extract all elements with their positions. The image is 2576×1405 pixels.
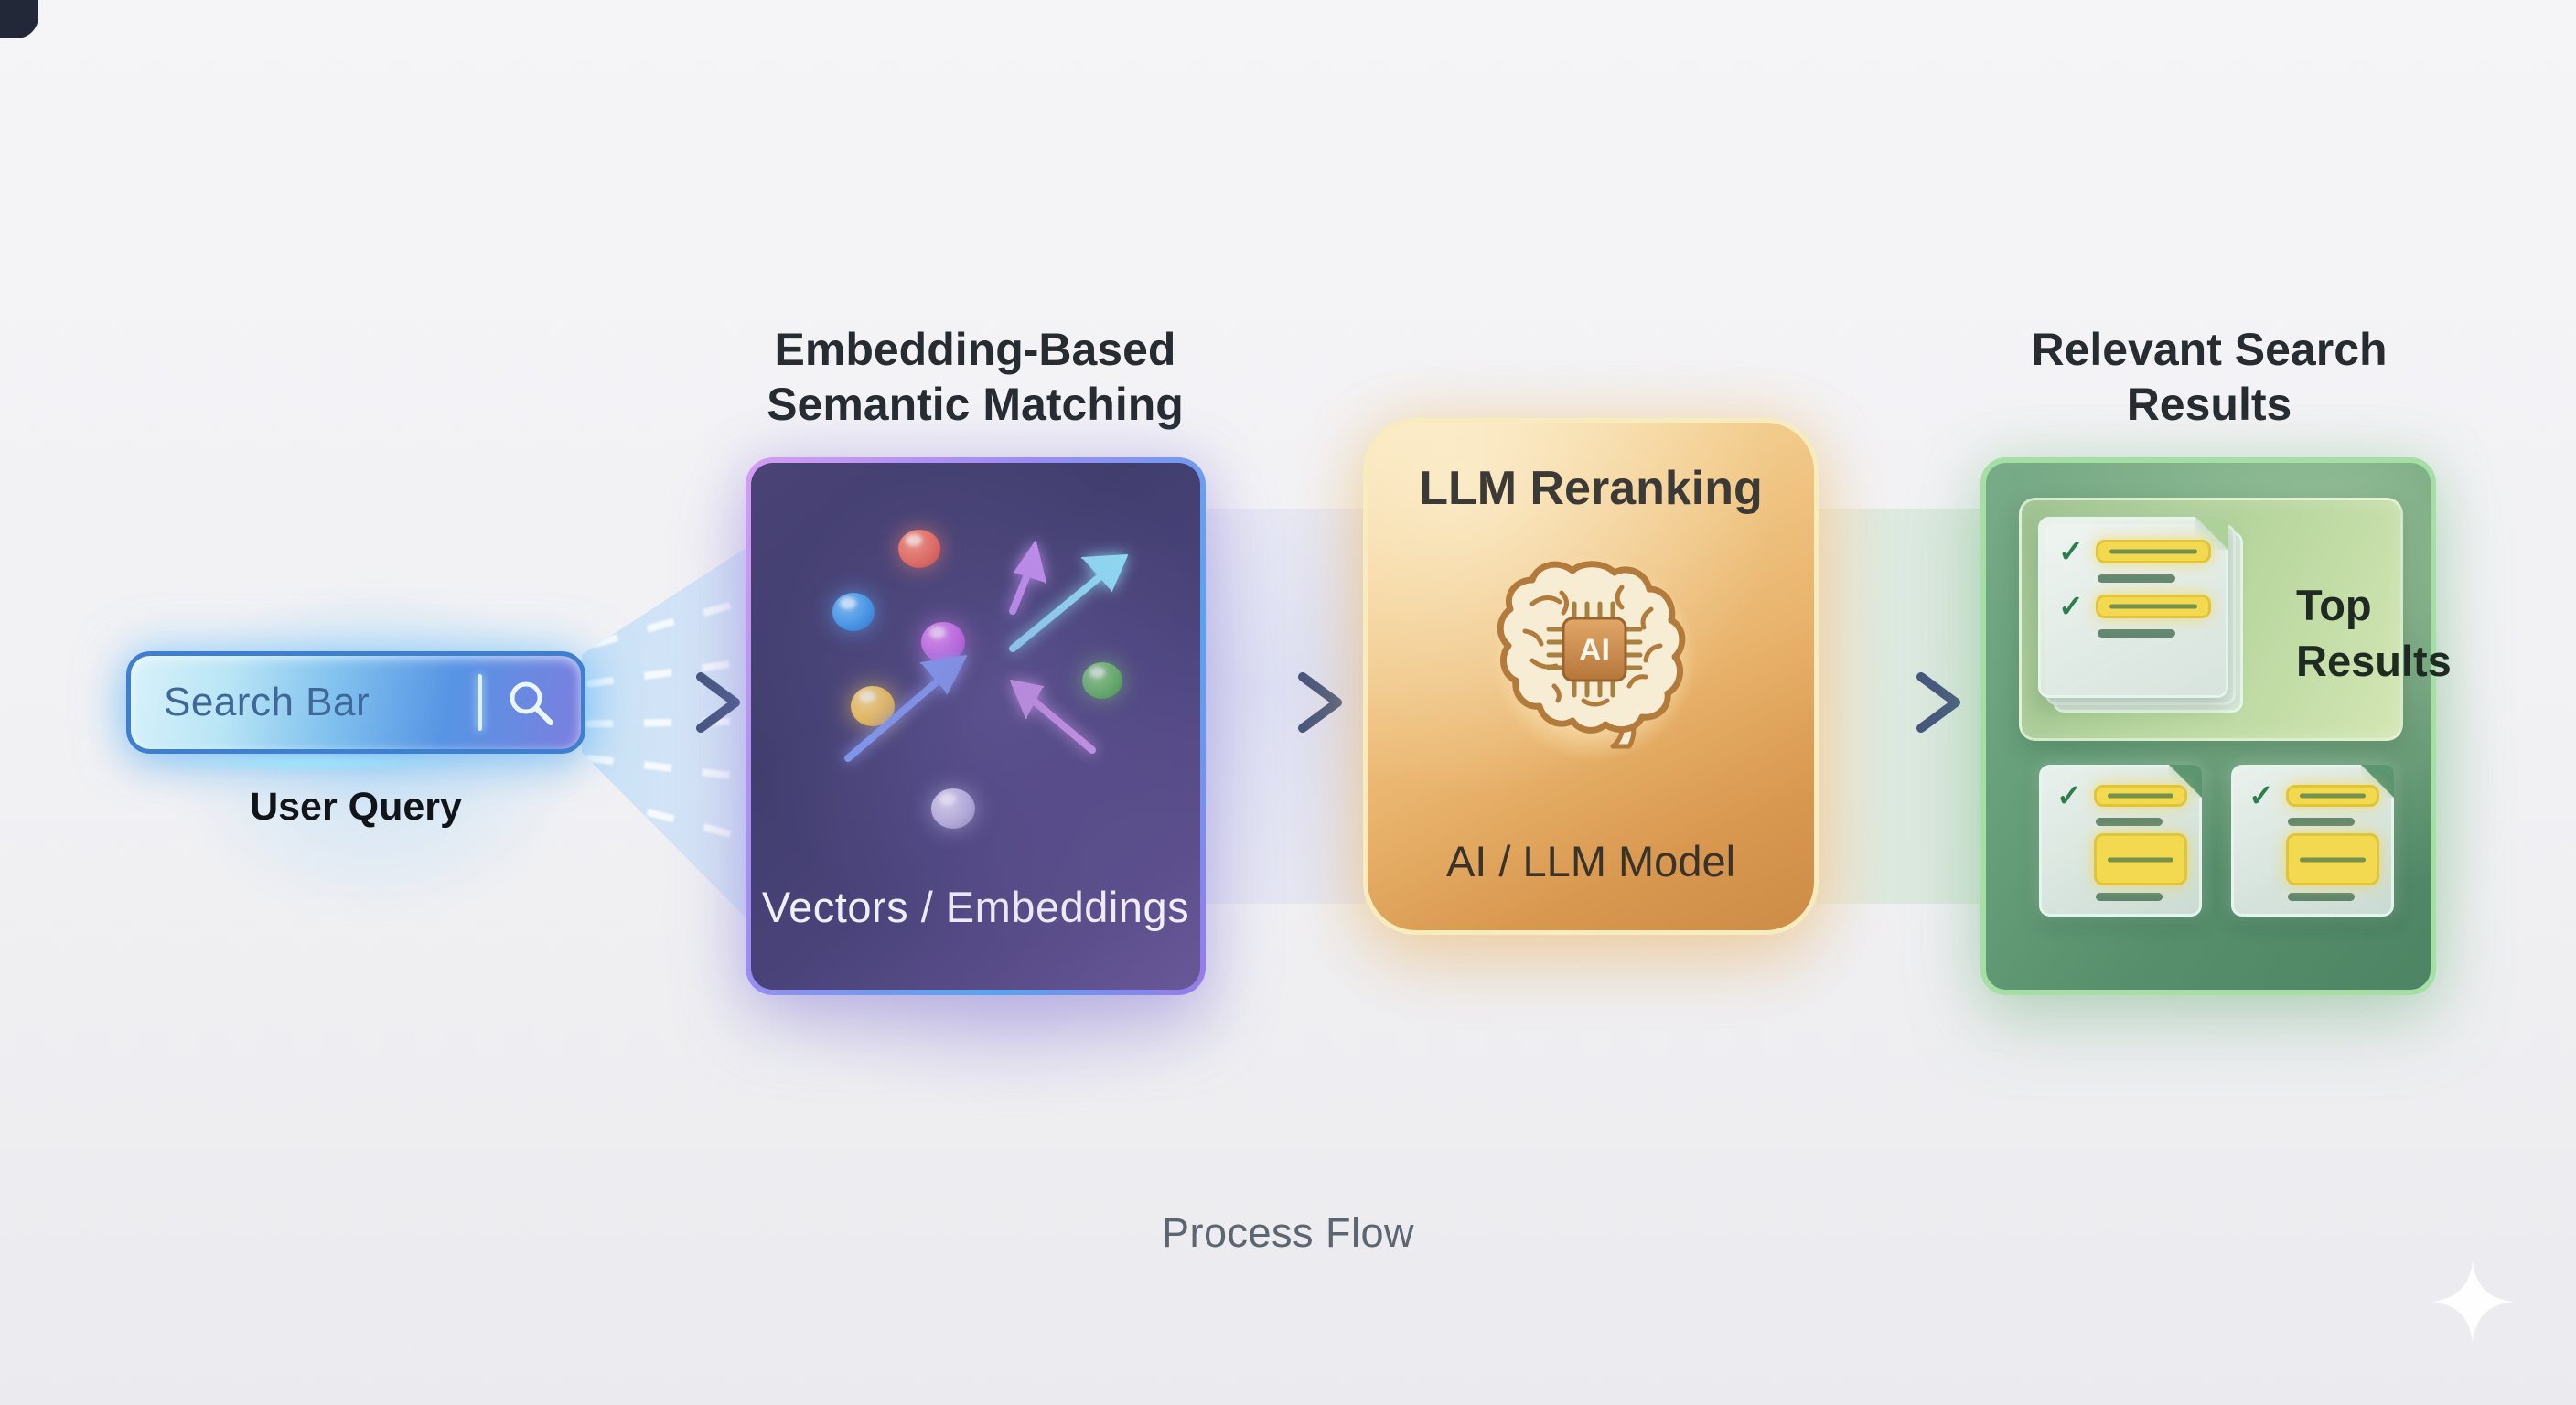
embedding-stage-title: Embedding-Based Semantic Matching	[723, 322, 1228, 432]
document-icon: ✓ ✓	[2038, 517, 2228, 698]
search-bar-underglow	[156, 756, 457, 770]
top-results-label: Top Results	[2296, 577, 2452, 689]
ai-chip-label: AI	[1579, 633, 1610, 668]
sparkle-icon	[2431, 1260, 2514, 1343]
embedding-caption: Vectors / Embeddings	[761, 883, 1190, 931]
flow-arrow-icon	[1834, 672, 1960, 733]
text-cursor	[478, 674, 482, 731]
rerank-title: LLM Reranking	[1419, 462, 1763, 515]
document-icon: ✓	[2039, 765, 2202, 917]
embedding-sphere-yellow	[851, 686, 895, 726]
search-input-text: Search Bar	[164, 680, 370, 724]
results-stage-title: Relevant Search Results	[1958, 322, 2461, 432]
text-line	[2096, 818, 2163, 826]
document-icon: ✓	[2231, 765, 2394, 917]
corner-artifact	[0, 0, 38, 38]
embedding-sphere-lavender	[931, 788, 975, 829]
top-results-panel: ✓ ✓ Top Results	[2019, 498, 2452, 741]
results-title-line1: Relevant Search	[2031, 324, 2388, 375]
results-title-line2: Results	[2126, 379, 2292, 430]
ai-chip	[1562, 617, 1627, 682]
embedding-sphere-magenta	[921, 622, 965, 662]
highlight-bar	[2286, 784, 2379, 807]
top-results-label-line1: Top	[2296, 581, 2372, 629]
embedding-sphere-red	[898, 530, 940, 568]
check-icon: ✓	[2058, 534, 2084, 568]
text-line	[2098, 574, 2175, 583]
embedding-box-canvas: Vectors / Embeddings	[751, 463, 1200, 990]
flow-arrow-icon	[1216, 672, 1342, 733]
check-icon: ✓	[2058, 589, 2084, 623]
embedding-title-line2: Semantic Matching	[767, 379, 1184, 430]
top-results-label-line2: Results	[2296, 637, 2452, 686]
rerank-caption: AI / LLM Model	[1445, 837, 1736, 885]
results-box: ✓ ✓ Top Results ✓	[1980, 457, 2452, 995]
user-query-label: User Query	[250, 785, 462, 829]
check-icon: ✓	[2249, 778, 2274, 812]
highlight-bar	[2094, 833, 2187, 885]
check-icon: ✓	[2056, 778, 2082, 812]
document-content: ✓	[2042, 767, 2199, 914]
document-content: ✓ ✓	[2041, 520, 2226, 695]
embedding-title-line1: Embedding-Based	[774, 324, 1176, 375]
highlight-bar	[2096, 594, 2211, 618]
highlight-bar	[2286, 833, 2379, 885]
embedding-sphere-green	[1082, 662, 1122, 699]
embedding-box: Vectors / Embeddings	[746, 457, 1206, 995]
highlight-bar	[2096, 539, 2211, 563]
flow-arrow-icon	[614, 672, 740, 733]
rerank-box: LLM Reranking AI AI / LLM Model	[1363, 418, 1819, 935]
search-input[interactable]: Search Bar	[126, 651, 585, 754]
highlight-bar	[2094, 784, 2187, 807]
text-line	[2098, 629, 2175, 638]
text-line	[2288, 893, 2355, 901]
text-line	[2288, 818, 2355, 826]
process-flow-label: Process Flow	[1161, 1209, 1415, 1256]
embedding-sphere-blue	[832, 593, 875, 631]
text-line	[2096, 893, 2163, 901]
vector-arrows-icon	[844, 541, 1128, 762]
ai-brain-icon: AI	[1497, 561, 1686, 749]
document-content: ✓	[2234, 767, 2391, 914]
magnifier-icon[interactable]	[504, 676, 557, 729]
